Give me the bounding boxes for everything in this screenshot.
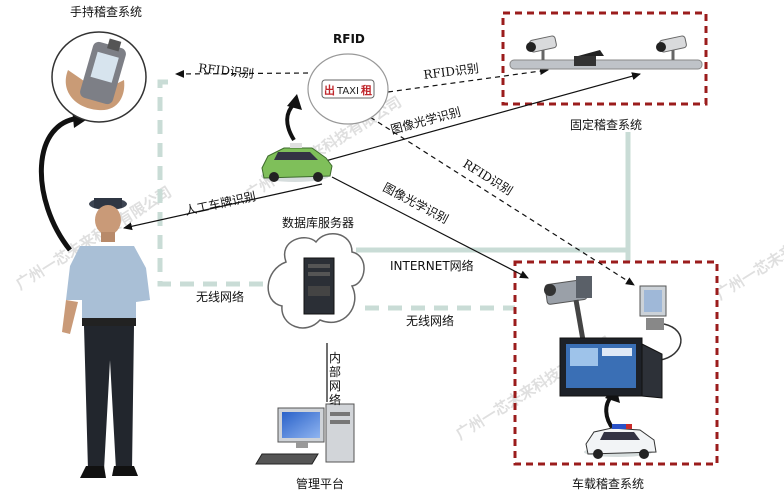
arrow-image-vehicle [331,176,529,279]
network-lines [157,79,631,311]
database-label: 数据库服务器 [282,215,354,230]
edge-label-rfid-handheld: RFID识别 [198,61,255,81]
edge-label-manual-plate: 人工车牌识别 [184,188,258,218]
handheld-device [51,31,147,123]
taxi-to-rfid-arrow [285,102,296,142]
fixed-label: 固定稽查系统 [570,117,642,132]
police-officer [62,198,150,478]
management-computer [255,403,355,465]
edge-label-internal-1: 内 [329,351,341,365]
rfid-label: RFID [333,32,365,46]
taxi-tag: 出 TAXI 租 [307,53,389,125]
database-server [267,232,365,329]
police-car [584,424,657,459]
edge-label-internal-3: 网 [329,379,341,393]
edge-label-rfid-fixed: RFID识别 [423,61,480,82]
fixed-system-box [501,11,708,106]
fixed-cameras [509,35,703,70]
vehicle-label: 车载稽查系统 [572,476,644,491]
vehicle-equipment [544,276,682,399]
arrow-rfid-handheld [175,69,309,78]
management-label: 管理平台 [296,476,344,491]
edge-label-wireless-right: 无线网络 [406,313,454,328]
taxi-car [261,143,333,182]
vehicle-system-box [513,260,719,466]
taxi-sign-left: 出 [324,83,335,97]
edge-label-wireless-left: 无线网络 [196,289,244,304]
arrow-manual-plate [123,183,323,231]
taxi-sign-right: 租 [361,84,372,97]
edge-label-image-vehicle: 图像光学识别 [381,179,452,226]
handheld-label: 手持稽查系统 [70,4,142,19]
edge-label-internal-2: 部 [329,364,341,379]
wireless-left-line [157,79,270,287]
edge-label-internet: INTERNET网络 [390,258,474,273]
officer-to-handheld-arrow [38,115,83,252]
arrows [123,67,641,402]
arrow-image-fixed [317,72,641,164]
taxi-sign-text: TAXI [336,86,359,97]
arrow-rfid-vehicle [339,97,635,286]
watermark-text: 广州一芯未来科技有限公司 [713,193,784,304]
taxi-to-rfid-arrowhead [287,94,302,110]
edge-label-internal-4: 络 [329,392,341,407]
